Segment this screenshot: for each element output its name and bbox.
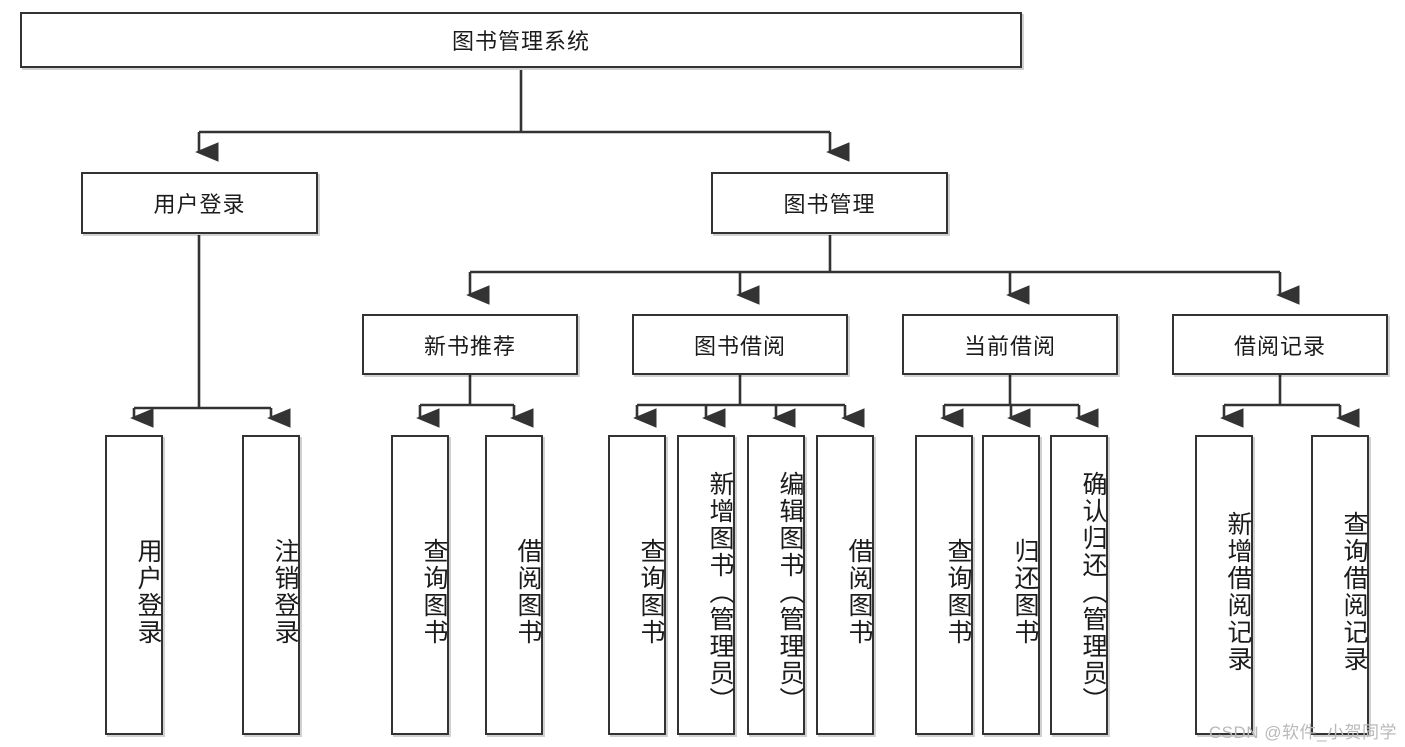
- leaf-query-record[interactable]: 查询借阅记录: [1311, 435, 1369, 735]
- node-current-borrow[interactable]: 当前借阅: [902, 314, 1118, 375]
- leaf-borrow-book-2-label: 借阅图书: [845, 538, 873, 646]
- leaf-query-record-label: 查询借阅记录: [1340, 511, 1368, 673]
- leaf-add-book[interactable]: 新增图书（管理员）: [677, 435, 735, 735]
- leaf-add-book-label: 新增图书（管理员）: [706, 470, 734, 714]
- leaf-borrow-book-1-label: 借阅图书: [514, 538, 542, 646]
- leaf-edit-book[interactable]: 编辑图书（管理员）: [747, 435, 805, 735]
- leaf-edit-book-label: 编辑图书（管理员）: [776, 470, 804, 714]
- node-book-management-label: 图书管理: [783, 192, 876, 217]
- leaf-query-book-3[interactable]: 查询图书: [915, 435, 973, 735]
- leaf-user-login-label: 用户登录: [134, 538, 162, 646]
- leaf-add-record[interactable]: 新增借阅记录: [1195, 435, 1253, 735]
- leaf-user-logout[interactable]: 注销登录: [242, 435, 300, 735]
- node-book-borrow[interactable]: 图书借阅: [632, 314, 848, 375]
- node-root-label: 图书管理系统: [451, 29, 590, 54]
- leaf-return-book-label: 归还图书: [1011, 538, 1039, 646]
- leaf-query-book-3-label: 查询图书: [944, 538, 972, 646]
- leaf-borrow-book-1[interactable]: 借阅图书: [485, 435, 543, 735]
- leaf-borrow-book-2[interactable]: 借阅图书: [816, 435, 874, 735]
- node-new-book-recommend[interactable]: 新书推荐: [362, 314, 578, 375]
- node-new-book-recommend-label: 新书推荐: [423, 333, 516, 359]
- node-root[interactable]: 图书管理系统: [20, 12, 1022, 68]
- leaf-query-book-1[interactable]: 查询图书: [391, 435, 449, 735]
- leaf-user-login[interactable]: 用户登录: [105, 435, 163, 735]
- leaf-user-logout-label: 注销登录: [271, 538, 299, 646]
- leaf-query-book-1-label: 查询图书: [420, 538, 448, 646]
- leaf-add-record-label: 新增借阅记录: [1224, 511, 1252, 673]
- node-book-borrow-label: 图书借阅: [693, 333, 786, 359]
- watermark: CSDN @软件_小贺同学: [1208, 723, 1397, 742]
- node-borrow-records-label: 借阅记录: [1233, 333, 1326, 359]
- node-book-management[interactable]: 图书管理: [711, 172, 948, 234]
- leaf-query-book-2[interactable]: 查询图书: [608, 435, 666, 735]
- leaf-return-book[interactable]: 归还图书: [982, 435, 1040, 735]
- leaf-confirm-return-label: 确认归还（管理员）: [1079, 470, 1107, 714]
- node-user-login[interactable]: 用户登录: [81, 172, 318, 234]
- node-current-borrow-label: 当前借阅: [963, 333, 1056, 359]
- leaf-query-book-2-label: 查询图书: [637, 538, 665, 646]
- node-borrow-records[interactable]: 借阅记录: [1172, 314, 1388, 375]
- leaf-confirm-return[interactable]: 确认归还（管理员）: [1050, 435, 1108, 735]
- node-user-login-label: 用户登录: [153, 192, 246, 217]
